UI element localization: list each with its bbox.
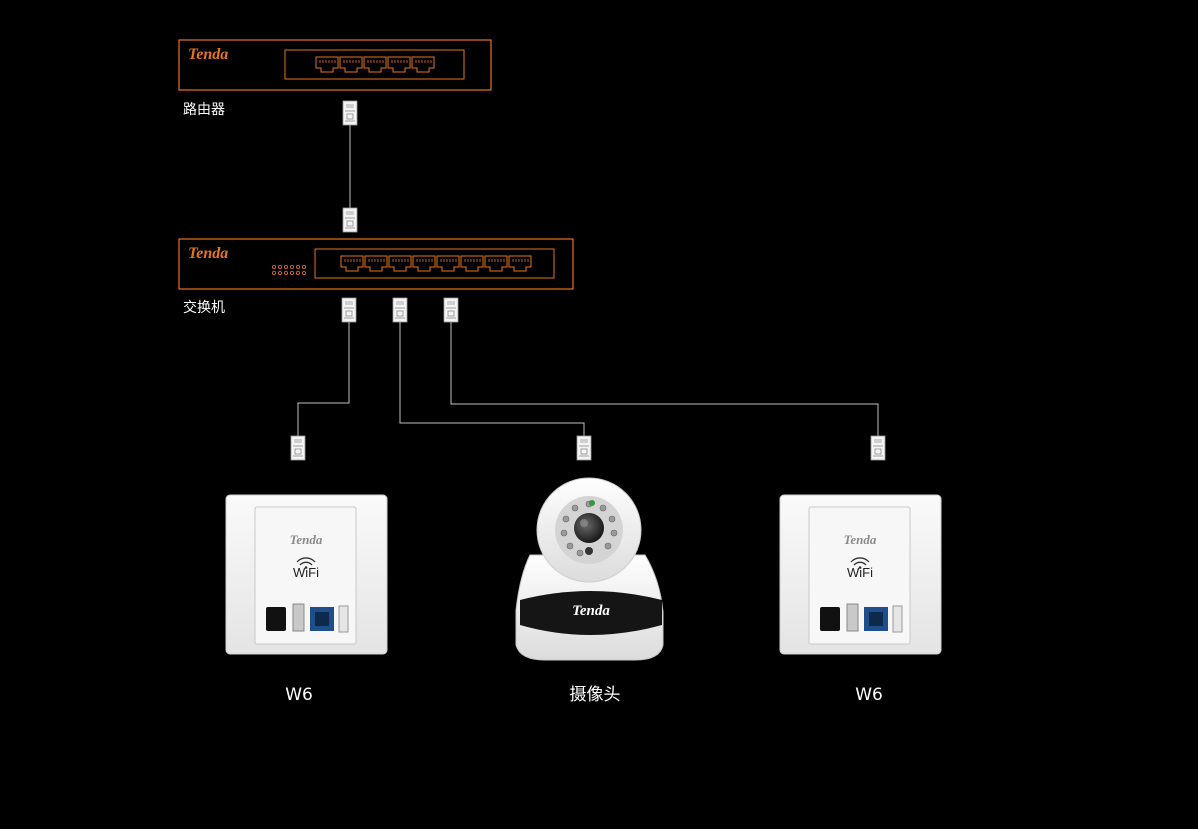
connector-switch-out-2 [392,297,408,323]
cable-switch-camera [399,322,585,436]
switch-device: Tenda [178,238,574,290]
camera-device: Tenda [515,477,664,661]
ap-right-label: W6 [855,685,883,705]
ap-left-device: Tenda WiFi [225,494,388,655]
ap-right-ports [820,603,903,633]
cable-connectors [290,100,886,461]
router-device: Tenda [178,39,492,91]
switch-brand-logo: Tenda [188,245,228,262]
connector-ap-left-in [290,435,306,461]
connector-switch-in [342,207,358,233]
ap-left-ports [266,603,349,633]
camera-brand-logo: Tenda [572,603,610,619]
ap-left-label: W6 [285,685,313,705]
ap-left-brand-logo: Tenda [290,532,323,547]
cable-switch-ap-left [297,322,350,436]
camera-ir-leds [560,500,618,557]
router-port-panel [284,49,465,80]
ap-left-wifi-label: WiFi [293,565,319,580]
router-ports [315,56,435,73]
switch-ports [340,255,532,272]
ap-right-brand-logo: Tenda [844,532,877,547]
ethernet-cables [297,124,879,436]
cable-switch-ap-right [450,322,879,436]
ap-right-wifi-icon [850,557,870,569]
switch-label: 交换机 [183,299,225,316]
connector-router-out [342,100,358,126]
ap-left-wifi-icon [296,557,316,569]
connector-switch-out-3 [443,297,459,323]
connector-ap-right-in [870,435,886,461]
switch-port-panel [314,248,555,279]
camera-lens [574,513,604,543]
ap-right-device: Tenda WiFi [779,494,942,655]
router-chassis [178,39,492,91]
router-label: 路由器 [183,102,225,118]
connector-switch-out-1 [341,297,357,323]
switch-status-leds [271,264,306,275]
camera-label: 摄像头 [570,685,621,705]
switch-chassis [178,238,574,290]
ap-right-wifi-label: WiFi [847,565,873,580]
router-brand-logo: Tenda [188,46,228,63]
connector-camera-in [576,435,592,461]
